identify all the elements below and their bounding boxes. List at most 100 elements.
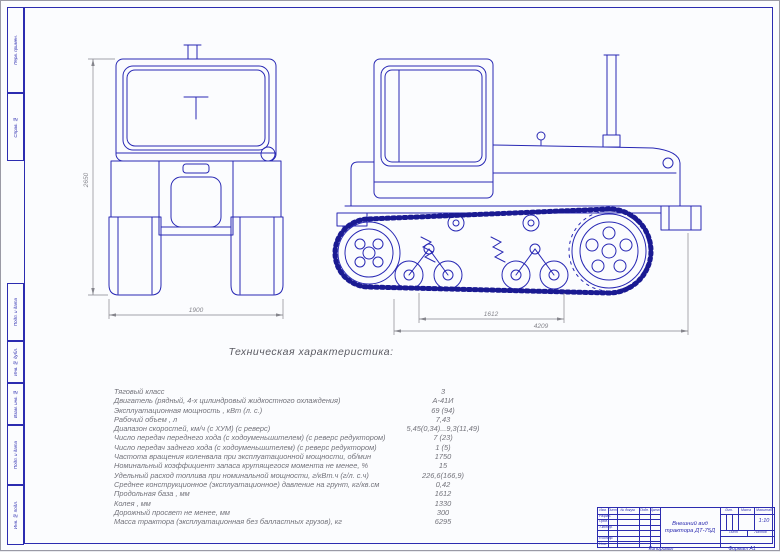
tractor-front-view xyxy=(108,44,284,296)
spec-label: Номинальный коэффициент запаса крутящего… xyxy=(114,461,369,471)
tb-line xyxy=(726,513,727,530)
tb-row-tkontr: Т.контр. xyxy=(599,524,613,529)
spec-label: Частота вращения коленвала при эксплуата… xyxy=(114,452,372,462)
margin-stamp-label: Подп. и дата xyxy=(13,297,18,327)
tb-col-doc: № докум. xyxy=(620,508,636,512)
spec-label: Дорожный просвет не менее, мм xyxy=(114,507,230,517)
tb-sheet-label: Лист xyxy=(729,530,738,534)
spec-label: Удельный расход топлива при номинальной … xyxy=(114,470,369,480)
spec-table: Тяговый класс 3 Двигатель (рядный, 4-х ци… xyxy=(114,387,594,526)
tb-line xyxy=(598,519,660,520)
rear-tank xyxy=(350,161,375,207)
bogie-frame xyxy=(515,248,555,276)
tb-doc-title-line2: трактора ДТ-75Д xyxy=(664,527,716,534)
spec-value: 69 (94) xyxy=(431,405,455,415)
margin-stamp-label: Подп. и дата xyxy=(13,440,18,470)
support-roller xyxy=(522,214,540,232)
spec-value: 1 (5) xyxy=(435,442,451,452)
margin-stamp-vzam-inv: Взам. инв. № xyxy=(7,383,24,425)
spec-label: Эксплуатационная мощность , кВт (л. с.) xyxy=(114,405,263,415)
track-links xyxy=(332,206,654,296)
tb-line xyxy=(720,508,721,547)
left-track-front xyxy=(108,216,162,296)
spec-value: А-41И xyxy=(432,396,454,406)
dimension-text-length: 4209 xyxy=(534,323,549,330)
tb-scale-value: 1:10 xyxy=(758,518,770,524)
copied-label: Копировал xyxy=(648,546,674,552)
tb-line xyxy=(754,508,755,530)
drive-sprocket xyxy=(571,213,647,289)
dimension-text-height: 2650 xyxy=(83,172,90,188)
spec-value: 15 xyxy=(438,461,448,471)
tb-line xyxy=(598,524,660,526)
tb-line xyxy=(650,508,651,547)
spec-label: Колея , мм xyxy=(114,498,151,508)
margin-stamp-label: Инв. № подл. xyxy=(13,500,18,530)
format-label: Формат А1 xyxy=(728,546,756,552)
radiator-grille xyxy=(170,176,222,228)
spec-value: 3 xyxy=(440,387,446,396)
front-view-drawing: 2650 1900 xyxy=(83,44,284,319)
bogie-frame xyxy=(408,248,449,276)
spec-value: 1330 xyxy=(434,498,452,508)
spec-row: Тяговый класс 3 xyxy=(114,387,594,396)
front-bumper xyxy=(660,205,702,231)
side-view-drawing: 1612 4209 xyxy=(332,54,702,335)
tb-line xyxy=(720,536,774,537)
cab-outline xyxy=(373,58,494,199)
tb-masshtab-label: Масштаб xyxy=(756,508,772,512)
spec-label: Диапазон скоростей, км/ч (с ХУМ) (с реве… xyxy=(114,424,271,434)
margin-stamp-inv-podl: Инв. № подл. xyxy=(7,485,24,545)
spec-value: 6295 xyxy=(434,517,452,527)
side-length-dimension: 4209 xyxy=(393,233,689,335)
spec-label: Тяговый класс xyxy=(114,387,165,396)
tb-line xyxy=(720,513,774,515)
tb-line xyxy=(608,508,609,547)
road-wheel xyxy=(539,260,569,290)
margin-stamp-perv-primen: Перв. примен. xyxy=(7,7,24,93)
suspension-spring xyxy=(420,236,436,263)
spec-row: Среднее конструкционное (эксплуатационно… xyxy=(114,480,594,489)
tb-col-data: Дата xyxy=(650,508,660,512)
tb-line xyxy=(598,513,660,515)
spec-row: Номинальный коэффициент запаса крутящего… xyxy=(114,461,594,470)
spec-row: Двигатель (рядный, 4-х цилиндровый жидко… xyxy=(114,396,594,405)
spec-label: Продольная база , мм xyxy=(114,489,190,499)
margin-stamp-sprav: Справ. № xyxy=(7,93,24,161)
title-block: Изм. Лист № докум. Подп. Дата Разраб. Пр… xyxy=(597,507,775,548)
tb-line xyxy=(747,530,748,536)
tb-col-podp: Подп. xyxy=(639,508,650,512)
idler-wheel xyxy=(337,221,401,285)
spec-row: Рабочий объем , л 7,43 xyxy=(114,415,594,424)
margin-stamp-label: Справ. № xyxy=(13,116,18,138)
tb-line xyxy=(738,508,739,530)
headlight xyxy=(662,157,674,169)
tb-row-prov: Пров. xyxy=(599,519,608,524)
spec-label: Рабочий объем , л xyxy=(114,414,178,424)
spec-value: 5,45(0,34)...9,3(11,49) xyxy=(406,424,480,434)
spec-row: Масса трактора (эксплуатационная без бал… xyxy=(114,517,594,526)
tb-doc-title-line1: Внешний вид xyxy=(672,520,708,527)
side-base-dimension: 1612 xyxy=(418,293,565,323)
margin-stamp-podp-data-1: Подп. и дата xyxy=(7,283,24,341)
front-width-dimension: 1900 xyxy=(108,299,284,319)
spec-row: Удельный расход топлива при номинальной … xyxy=(114,471,594,480)
cab-window xyxy=(122,65,270,151)
spec-title: Техническая характеристика: xyxy=(228,346,394,358)
tb-col-izm: Изм. xyxy=(599,508,607,512)
spec-row: Колея , мм 1330 xyxy=(114,499,594,508)
margin-stamp-label: Взам. инв. № xyxy=(13,390,18,418)
tb-line xyxy=(660,508,661,547)
spec-row: Число передач переднего хода (с ходоумен… xyxy=(114,433,594,442)
drawing-frame xyxy=(24,7,773,544)
tb-line xyxy=(598,530,660,532)
tb-row-razrab: Разраб. xyxy=(599,513,612,518)
spec-value: 226,6(166,9) xyxy=(422,470,464,480)
spec-label: Среднее конструкционное (эксплуатационно… xyxy=(114,479,380,489)
spec-value: 7,43 xyxy=(435,414,451,424)
exhaust-stack xyxy=(606,54,617,136)
tb-doc-title: Внешний вид трактора ДТ-75Д xyxy=(661,508,719,547)
